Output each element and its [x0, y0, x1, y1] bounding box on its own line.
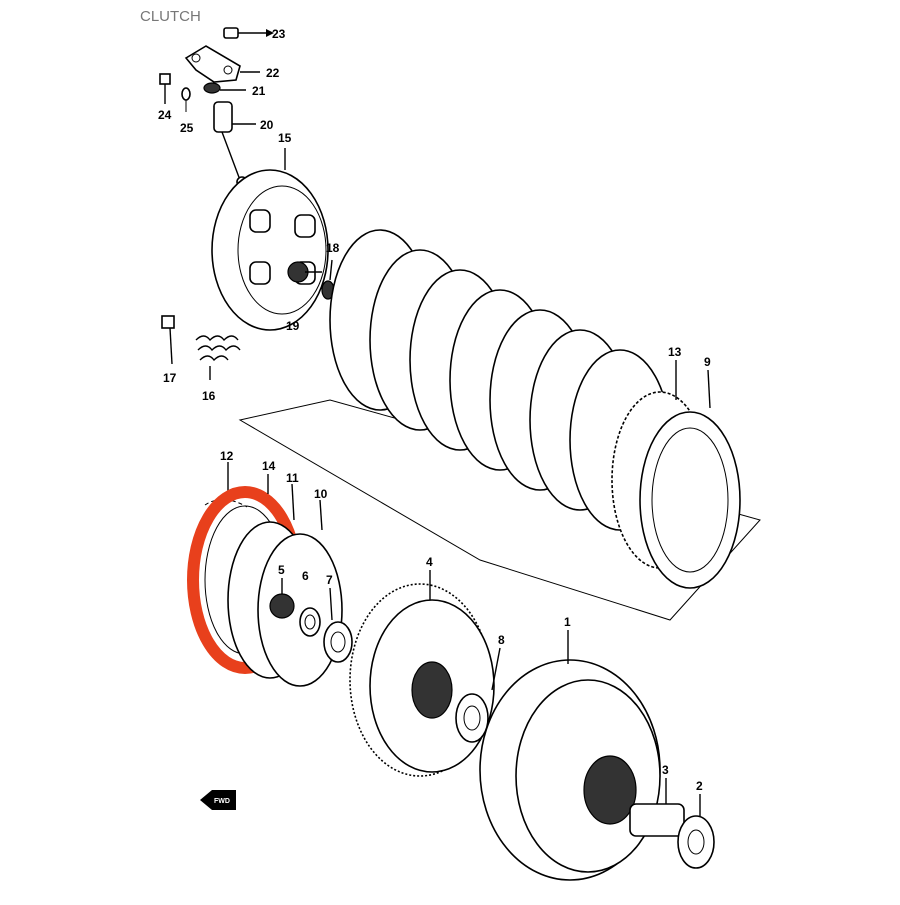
callout-17: 17	[163, 371, 177, 385]
plate-10	[257, 499, 343, 687]
fwd-label: FWD	[214, 798, 230, 805]
damper-ring-12	[204, 462, 248, 508]
callout-20: 20	[260, 118, 274, 132]
callout-7: 7	[326, 573, 333, 587]
callout-10: 10	[314, 487, 328, 501]
callout-8: 8	[498, 633, 505, 647]
callout-12: 12	[220, 449, 234, 463]
bolt-24	[159, 73, 171, 104]
lock-washer-7	[323, 587, 353, 663]
nut-21	[203, 82, 246, 94]
pressure-plate-15	[211, 148, 329, 331]
callout-16: 16	[202, 389, 216, 403]
callout-19: 19	[286, 319, 300, 333]
callout-2: 2	[696, 779, 703, 793]
callout-25: 25	[180, 121, 194, 135]
callout-5: 5	[278, 563, 285, 577]
washer-25	[181, 87, 191, 112]
nut-5	[269, 578, 295, 619]
bolt-23	[223, 27, 274, 39]
washer-2	[677, 794, 715, 869]
callout-1: 1	[564, 615, 571, 629]
release-arm-22	[184, 45, 260, 83]
bolt-17	[161, 315, 175, 365]
callout-6: 6	[302, 569, 309, 583]
callout-13: 13	[668, 345, 682, 359]
callout-24: 24	[158, 108, 172, 122]
fwd-arrow: FWD	[200, 790, 236, 810]
callout-15: 15	[278, 131, 292, 145]
page-title: CLUTCH	[140, 8, 201, 25]
callout-9: 9	[704, 355, 711, 369]
callout-3: 3	[662, 763, 669, 777]
callout-11: 11	[286, 471, 299, 485]
callout-22: 22	[266, 66, 280, 80]
clutch-hub-4	[349, 570, 495, 777]
callout-23: 23	[272, 27, 286, 41]
callout-labels: 23 22 21 24 25 20 15 18 19 17 16 13 9 12…	[158, 27, 711, 793]
thrust-washer-8	[455, 647, 501, 743]
clutch-housing-1	[479, 630, 661, 881]
callout-4: 4	[426, 555, 433, 569]
callout-21: 21	[252, 84, 266, 98]
callout-18: 18	[326, 241, 340, 255]
callout-14: 14	[262, 459, 276, 473]
plate-stack	[238, 229, 761, 621]
bearing-18	[305, 259, 335, 300]
spring-16	[195, 335, 241, 380]
washer-6	[299, 607, 321, 637]
sleeve-3	[629, 778, 685, 837]
